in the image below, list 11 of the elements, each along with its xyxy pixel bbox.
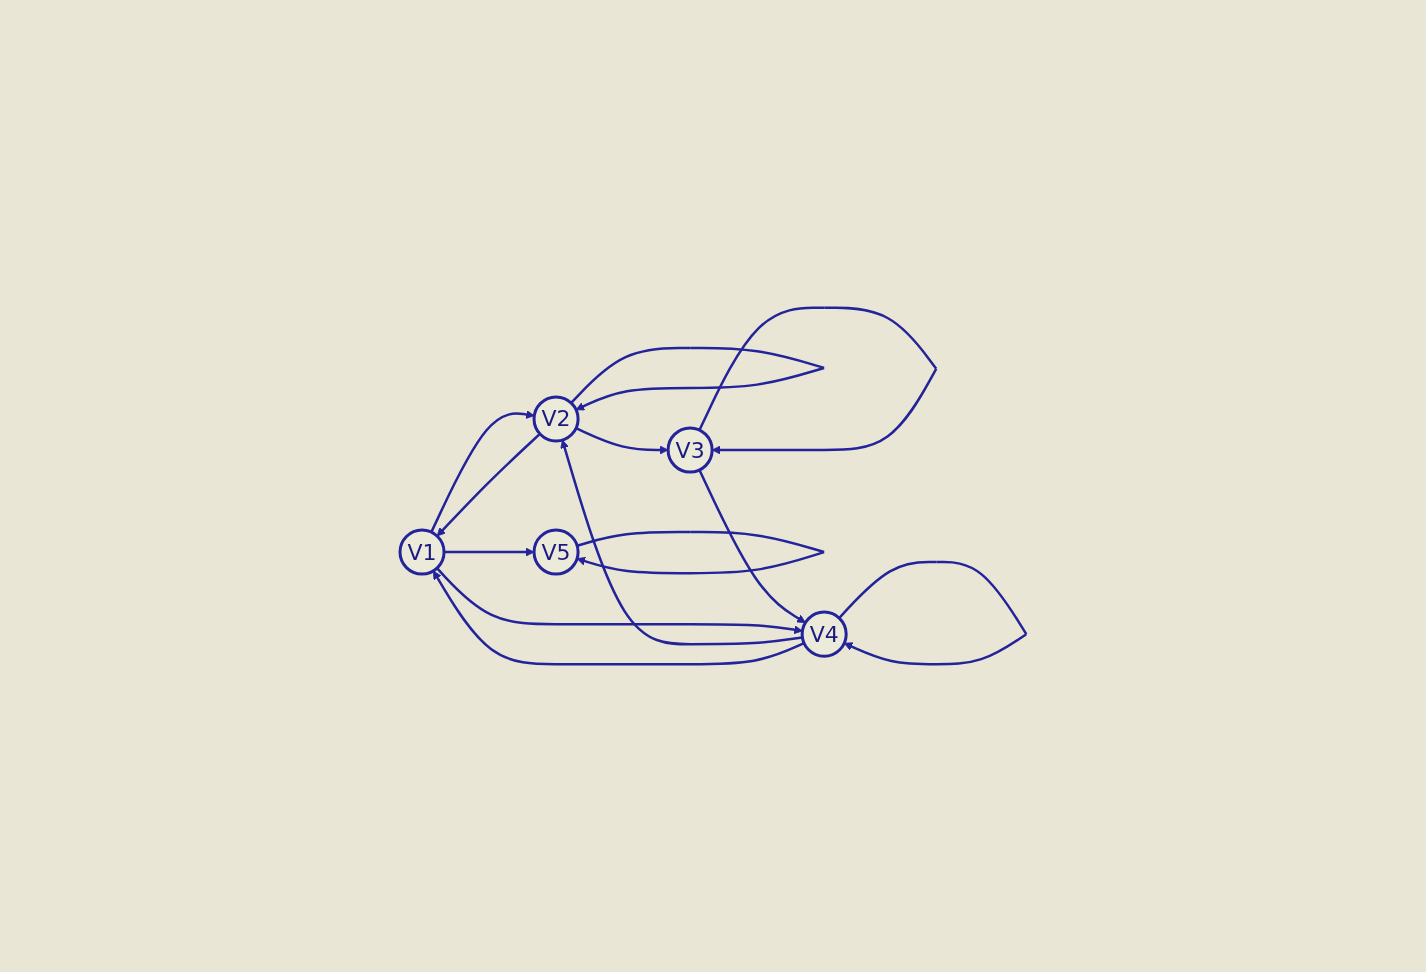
node-circle: V3 (666, 426, 714, 474)
arrow (430, 410, 535, 533)
arrow (560, 439, 803, 646)
arrow (436, 433, 541, 537)
node-circle: V5 (532, 528, 580, 576)
arrow (432, 570, 805, 666)
node-circle: V1 (398, 528, 446, 576)
node-circle: V2 (532, 395, 580, 443)
arrow (698, 469, 806, 624)
arrow (435, 567, 803, 635)
node-circle: V4 (800, 610, 848, 658)
